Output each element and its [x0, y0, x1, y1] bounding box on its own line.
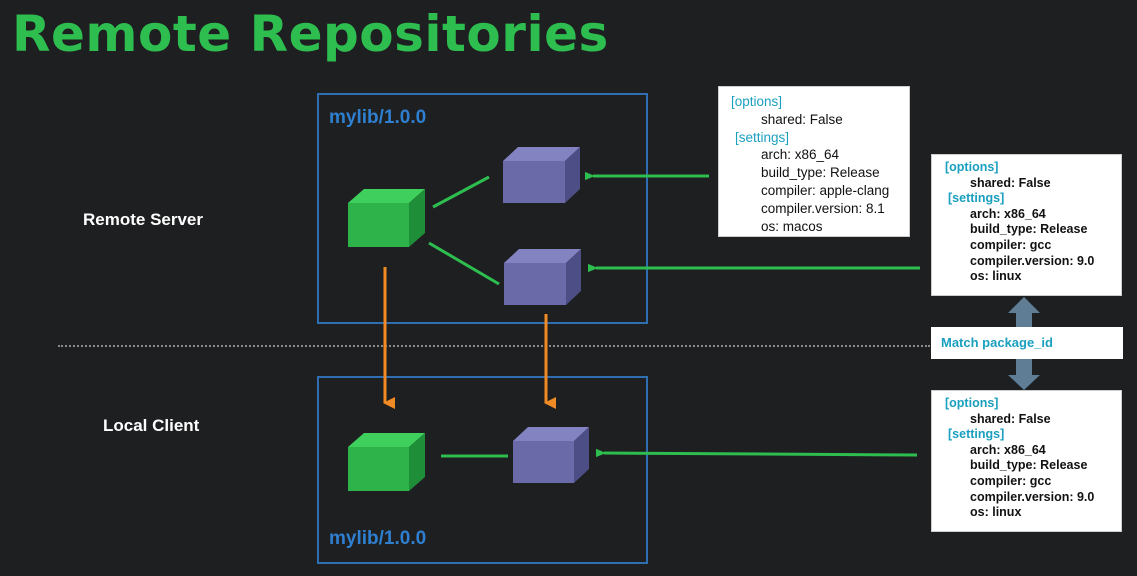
setting-compiler-version: compiler.version: 9.0 [970, 489, 1095, 504]
local-package-name: mylib/1.0.0 [329, 528, 427, 549]
remote-package-box [317, 93, 648, 324]
remote-recipe-to-binary-2-link [428, 241, 500, 286]
settings-header: [settings] [948, 191, 1005, 206]
setting-build-type: build_type: Release [761, 165, 880, 181]
linux-local-config-arrow [604, 453, 918, 455]
slide-title: Remote Repositories [12, 5, 609, 63]
setting-build-type: build_type: Release [970, 222, 1088, 237]
setting-os: os: linux [970, 505, 1022, 520]
linux-remote-config-panel: [options] shared: False [settings] arch:… [931, 154, 1122, 296]
match-package-id-label: Match package_id [931, 327, 1123, 359]
remote-local-separator [58, 345, 930, 347]
remote-recipe-to-binary-1-link [432, 175, 490, 209]
option-shared: shared: False [970, 411, 1051, 426]
option-shared: shared: False [761, 111, 843, 127]
macos-config-panel: [options] shared: False [settings] arch:… [718, 86, 910, 237]
match-up-arrow [1008, 297, 1040, 327]
remote-recipe-cube [348, 189, 425, 247]
setting-os: os: macos [761, 218, 823, 234]
setting-compiler-version: compiler.version: 8.1 [761, 200, 885, 216]
remote-binary-macos-cube [503, 147, 580, 203]
match-down-arrow [1008, 359, 1040, 390]
setting-compiler-version: compiler.version: 9.0 [970, 253, 1095, 268]
setting-arch: arch: x86_64 [761, 147, 840, 163]
setting-build-type: build_type: Release [970, 458, 1088, 473]
options-header: [options] [945, 396, 999, 410]
linux-local-config-panel: [options] shared: False [settings] arch:… [931, 390, 1122, 532]
local-package-box [317, 376, 648, 564]
setting-compiler: compiler: gcc [970, 473, 1052, 488]
remote-package-name: mylib/1.0.0 [329, 107, 427, 128]
remote-binary-linux-cube [504, 249, 581, 305]
setting-compiler: compiler: gcc [970, 237, 1052, 252]
settings-header: [settings] [735, 129, 790, 145]
setting-arch: arch: x86_64 [970, 206, 1046, 221]
local-recipe-cube [348, 433, 425, 491]
local-binary-cube [513, 427, 589, 483]
remote-server-label: Remote Server [83, 210, 204, 229]
option-shared: shared: False [970, 175, 1051, 190]
local-client-label: Local Client [103, 416, 200, 435]
options-header: [options] [731, 94, 783, 109]
setting-os: os: linux [970, 269, 1022, 284]
setting-compiler: compiler: apple-clang [761, 182, 890, 198]
setting-arch: arch: x86_64 [970, 442, 1046, 457]
options-header: [options] [945, 160, 999, 174]
settings-header: [settings] [948, 427, 1005, 442]
